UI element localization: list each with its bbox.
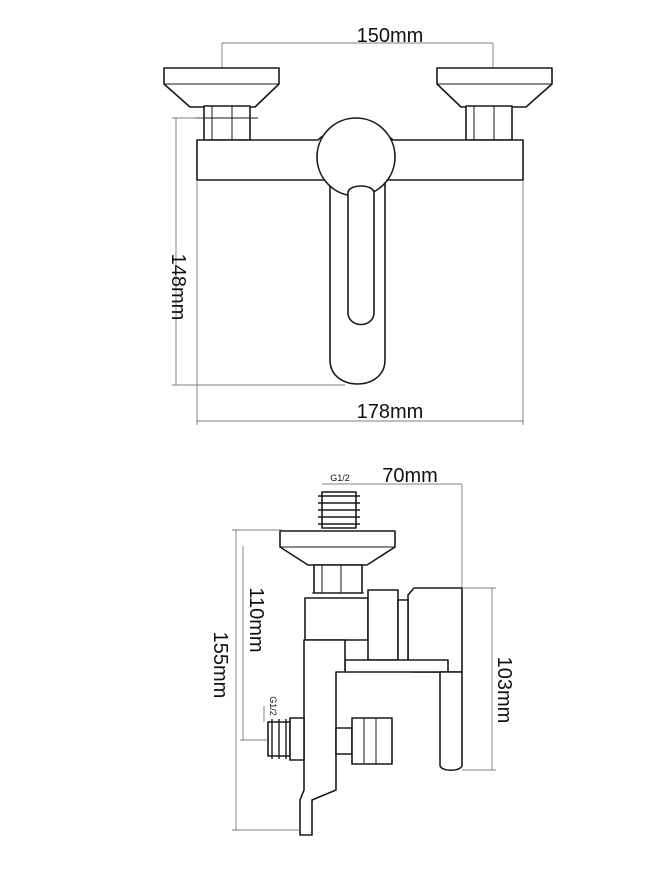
side-height-upper-label: 110mm xyxy=(245,587,267,652)
right-flange xyxy=(436,67,553,141)
side-view: G1/2 70mm xyxy=(209,465,515,836)
side-lever xyxy=(439,671,463,772)
dimension-178: 178mm xyxy=(196,180,524,425)
left-flange xyxy=(163,67,280,141)
front-width-bottom-label: 178mm xyxy=(357,401,424,423)
side-depth-label: 70mm xyxy=(382,465,438,487)
side-threaded-inlet xyxy=(267,717,305,761)
side-column xyxy=(299,639,346,836)
dimension-70: 70mm xyxy=(358,465,463,588)
side-flange xyxy=(279,530,396,566)
dimension-155: 155mm xyxy=(209,529,300,831)
side-nut xyxy=(312,564,364,599)
diverter-knob xyxy=(335,717,393,765)
front-height-label: 148mm xyxy=(167,254,189,321)
side-thread-label: G1/2 xyxy=(268,696,278,716)
dimension-150: 150mm xyxy=(221,25,494,68)
top-thread-label: G1/2 xyxy=(330,473,350,483)
dimension-103: 103mm xyxy=(462,587,515,771)
top-thread-label-group: G1/2 xyxy=(322,473,358,485)
front-width-top-label: 150mm xyxy=(357,25,424,47)
front-view: 150mm xyxy=(163,25,553,425)
top-threaded-inlet xyxy=(318,491,360,529)
dimension-110: 110mm xyxy=(240,546,268,741)
side-height-total-label: 155mm xyxy=(209,632,231,699)
side-height-lever-label: 103mm xyxy=(493,657,515,724)
lever-handle xyxy=(316,117,396,385)
dimension-148: 148mm xyxy=(167,117,345,386)
side-body xyxy=(304,597,369,641)
